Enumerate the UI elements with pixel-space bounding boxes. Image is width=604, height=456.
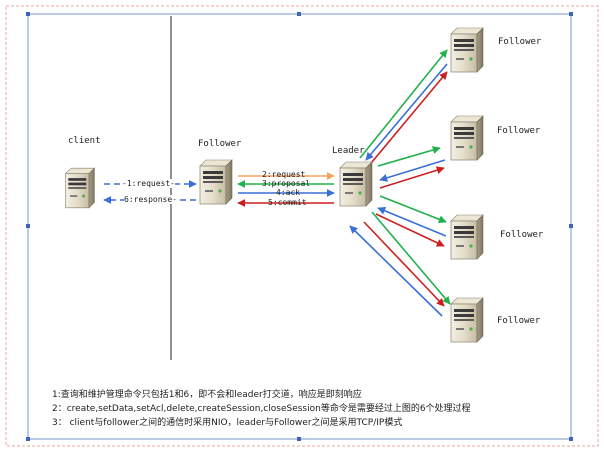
follower-3-label: Follower	[500, 230, 544, 240]
response-6-label: 6:response-	[124, 195, 177, 204]
follower-mid-server-icon	[199, 159, 233, 205]
commit-follower-3-arrow	[375, 213, 445, 247]
follower-3-server-icon	[450, 214, 484, 260]
follower-1-server-icon	[450, 27, 484, 73]
frame-handles	[26, 12, 573, 441]
note-line-3: 3： client与follower之间的通信时采用NIO，leader与Fol…	[52, 418, 403, 428]
frame-border	[27, 13, 572, 440]
proposal-follower-1-arrow	[359, 49, 448, 159]
request-1-label: -1:request-	[122, 179, 175, 188]
leader-label: Leader	[332, 146, 365, 156]
follower-4-server-icon	[450, 297, 484, 343]
commit-5-label: 5:commit	[268, 198, 307, 207]
ack-follower-3-arrow	[377, 207, 447, 237]
proposal-follower-3-arrow	[379, 195, 447, 224]
follower-4-label: Follower	[497, 316, 541, 326]
follower-2-label: Follower	[497, 126, 541, 136]
notes-block: 1:查询和维护管理命令只包括1和6，即不会和leader打交道，响应是即刻响应 …	[52, 388, 572, 430]
ack-follower-1-arrow	[365, 63, 448, 161]
proposal-follower-4-arrow	[371, 211, 451, 305]
follower-mid-label: Follower	[198, 139, 242, 149]
client-server-icon	[65, 167, 95, 209]
leader-server-icon	[339, 161, 373, 207]
client-label: client	[68, 136, 101, 146]
note-line-2: 2：create,setData,setAcl,delete,createSes…	[52, 404, 471, 414]
proposal-follower-2-arrow	[377, 146, 441, 167]
commit-follower-4-arrow	[363, 221, 445, 307]
ack-4-label: 4:ack	[276, 188, 301, 197]
note-line-1: 1:查询和维护管理命令只包括1和6，即不会和leader打交道，响应是即刻响应	[52, 390, 362, 400]
commit-follower-2-arrow	[379, 166, 445, 189]
ack-follower-2-arrow	[379, 159, 446, 182]
follower-1-label: Follower	[498, 37, 542, 47]
request-2-label: 2:request	[262, 170, 306, 179]
ack-follower-4-arrow	[349, 225, 443, 317]
outer-dashed-border	[5, 5, 599, 447]
follower-2-server-icon	[450, 115, 484, 161]
commit-follower-1-arrow	[371, 71, 448, 163]
proposal-3-label: 3:proposal	[262, 179, 311, 188]
